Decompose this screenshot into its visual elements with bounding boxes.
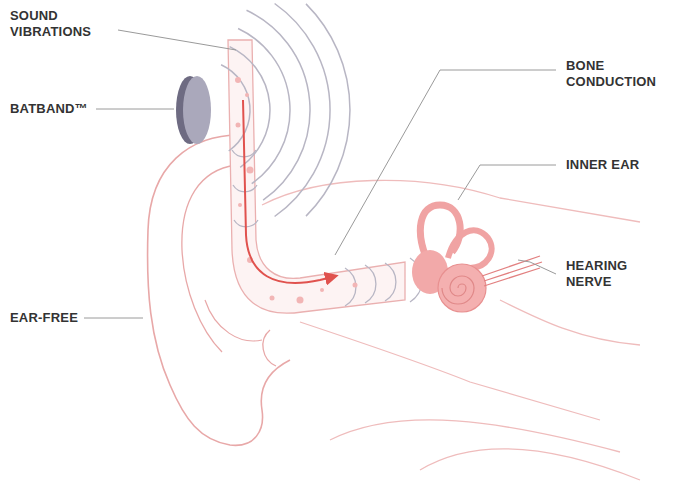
sound-wave	[221, 65, 250, 151]
sound-wave	[306, 4, 350, 216]
ear-fold	[182, 165, 236, 352]
skull-line	[500, 300, 640, 345]
sound-wave	[247, 10, 311, 200]
batband-disc	[183, 76, 211, 144]
leader-line	[518, 260, 556, 274]
vibration-dot	[247, 167, 254, 174]
leader-line	[458, 165, 556, 200]
vibration-dot	[245, 93, 249, 97]
vibration-dot	[235, 77, 241, 83]
part-label: HEARING NERVE	[566, 258, 676, 290]
channel-wave	[385, 263, 396, 301]
cochlea	[438, 264, 486, 312]
conduction-channel	[228, 40, 405, 313]
vibration-dot	[353, 283, 358, 288]
part-label: BATBAND™	[10, 101, 120, 117]
sound-wave	[238, 29, 290, 184]
part-label: BONE CONDUCTION	[566, 58, 676, 90]
part-label: SOUND VIBRATIONS	[10, 8, 115, 40]
vibration-dot	[270, 296, 275, 301]
part-label: INNER EAR	[566, 157, 676, 173]
jaw-line	[330, 420, 620, 452]
leader-line	[118, 30, 236, 50]
semicircular-canal	[448, 230, 492, 268]
channel-wave	[365, 265, 376, 303]
vibration-dot	[297, 297, 304, 304]
leader-line	[335, 70, 556, 255]
conduction-arrow	[243, 100, 336, 283]
leader-line	[84, 318, 143, 319]
skull-line	[300, 322, 600, 420]
ear-fold	[205, 300, 262, 341]
vibration-dot	[236, 123, 241, 128]
part-label: EAR-FREE	[10, 310, 120, 326]
ear-tragus	[263, 330, 276, 366]
vibration-dot	[238, 203, 242, 207]
jaw-line	[420, 449, 640, 480]
hearing-nerve	[484, 262, 542, 281]
cochlea-spiral	[442, 276, 474, 304]
sound-wave	[275, 4, 330, 217]
vibration-dot	[320, 288, 324, 292]
leader-line	[96, 109, 174, 110]
hearing-nerve	[484, 268, 540, 286]
sound-wave	[230, 47, 270, 168]
